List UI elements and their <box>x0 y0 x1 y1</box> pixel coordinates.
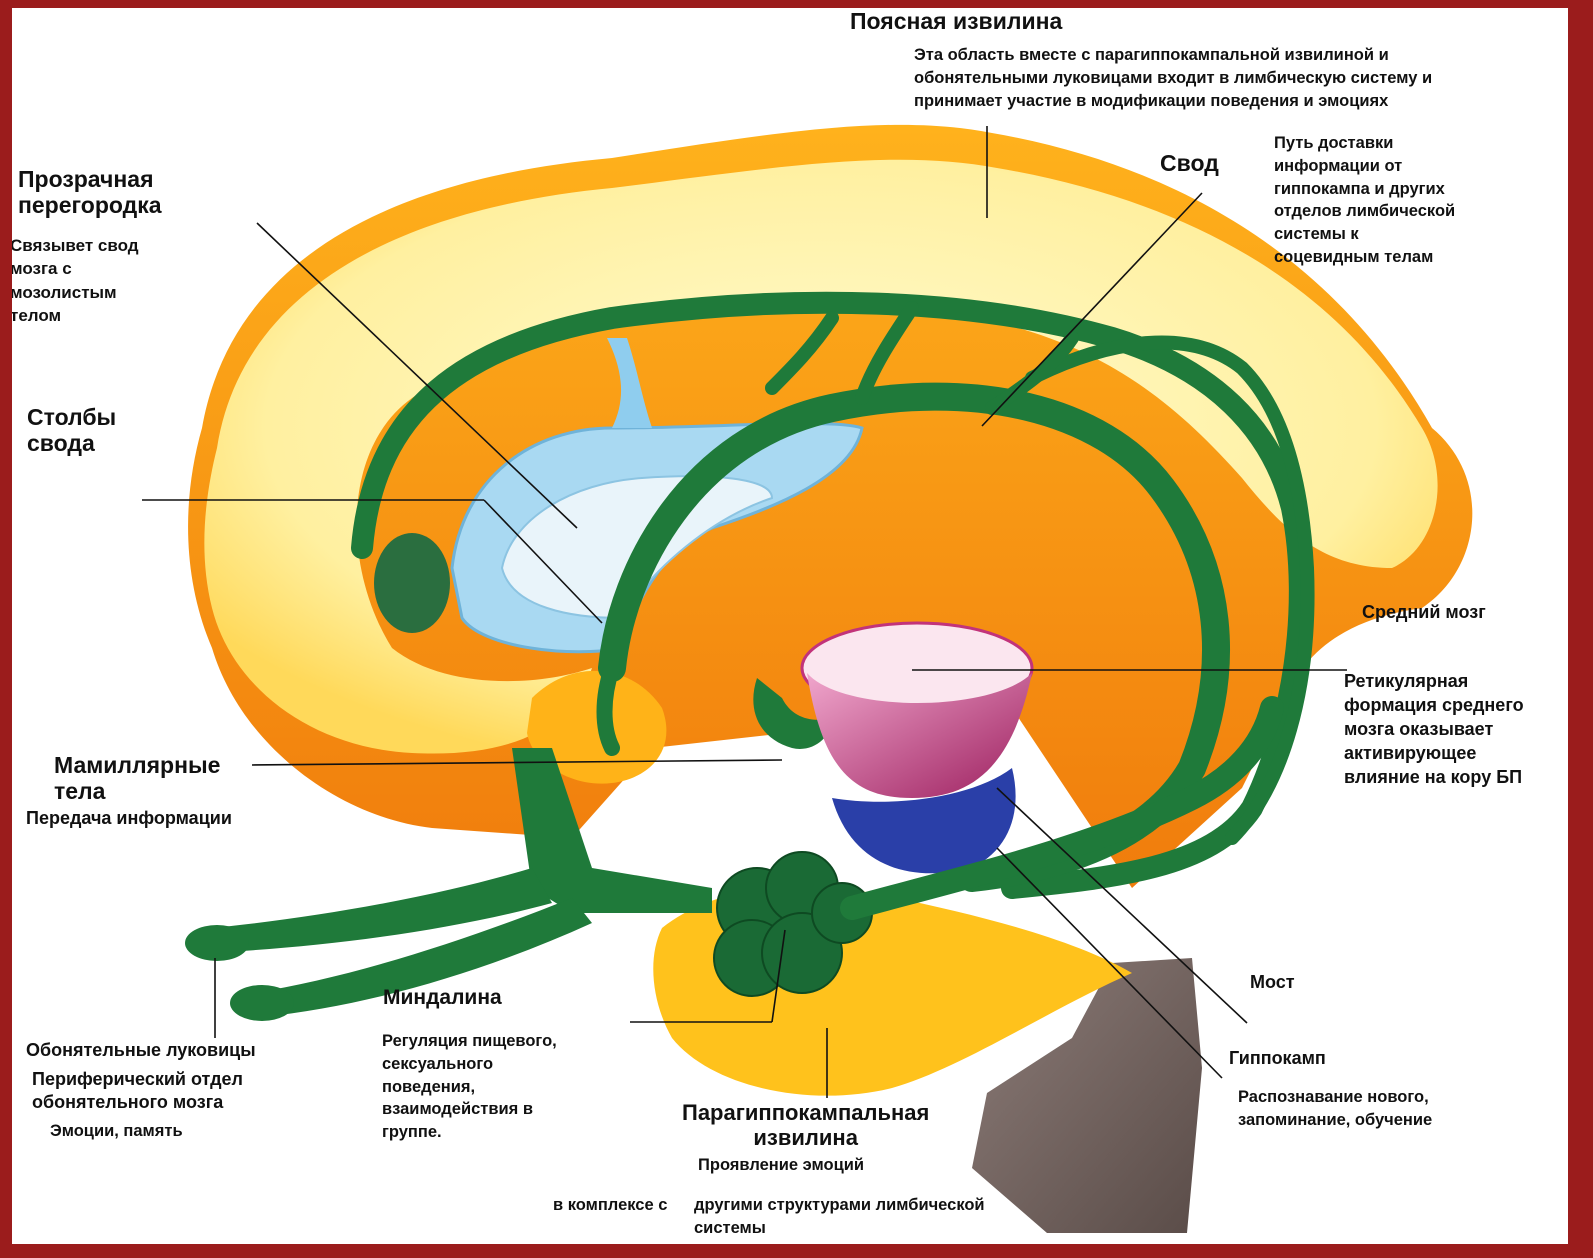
parahippocampal-note-left: в комплексе с <box>553 1194 667 1217</box>
olfactory-desc2: Эмоции, память <box>50 1120 183 1143</box>
fornix-title: Свод <box>1160 150 1219 176</box>
septum-title: Прозрачная перегородка <box>18 166 162 219</box>
amygdala-title: Миндалина <box>383 986 502 1010</box>
reticular-desc: Ретикулярная формация среднего мозга ока… <box>1344 670 1524 790</box>
olfactory-title: Обонятельные луковицы <box>26 1040 256 1061</box>
olfactory-desc: Периферический отдел обонятельного мозга <box>32 1068 243 1115</box>
cingulate-title: Поясная извилина <box>850 8 1062 34</box>
hippocampus-title: Гиппокамп <box>1229 1048 1326 1069</box>
hippocampus-desc: Распознавание нового, запоминание, обуче… <box>1238 1086 1432 1132</box>
septal-nuclei <box>374 533 450 633</box>
fornix-desc: Путь доставки информации от гиппокампа и… <box>1274 132 1455 269</box>
mammillary-title: Мамиллярные тела <box>54 752 220 805</box>
amygdala-desc: Регуляция пищевого, сексуального поведен… <box>382 1030 557 1144</box>
diagram-canvas: Поясная извилина Эта область вместе с па… <box>12 8 1568 1244</box>
parahippocampal-desc: Проявление эмоций <box>698 1154 864 1177</box>
mammillary-desc: Передача информации <box>26 808 232 829</box>
parahippocampal-note-right: другими структурами лимбической системы <box>694 1194 985 1240</box>
cingulate-desc: Эта область вместе с парагиппокампальной… <box>914 44 1432 112</box>
parahippocampal-title: Парагиппокампальная извилина <box>682 1100 929 1151</box>
midbrain-title: Средний мозг <box>1362 602 1486 623</box>
septum-desc: Связывет свод мозга с мозолистым телом <box>12 234 139 328</box>
fornix-columns-title: Столбы свода <box>27 404 116 457</box>
pons-title: Мост <box>1250 972 1295 993</box>
